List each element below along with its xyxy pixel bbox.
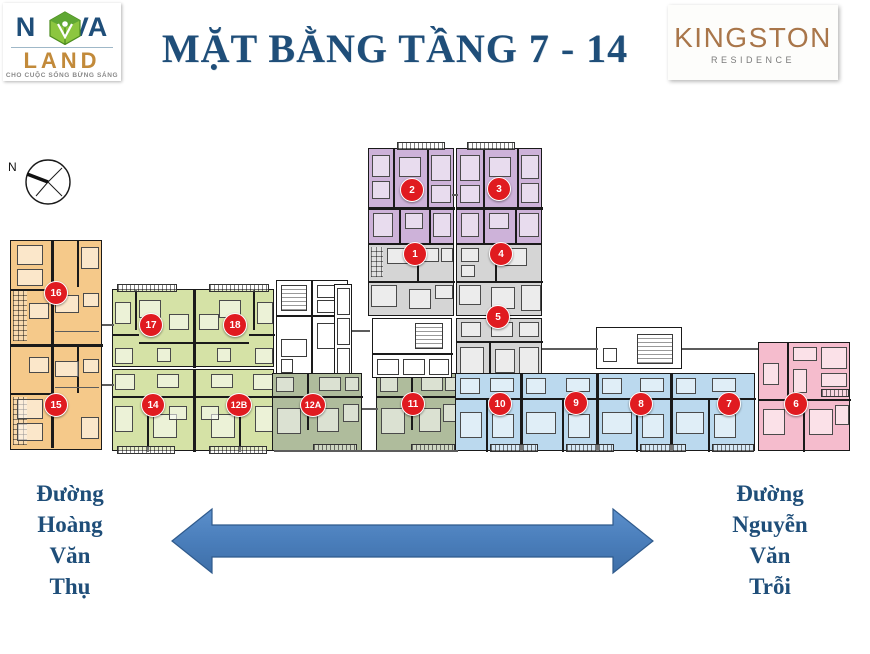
page-title: MẶT BẰNG TẦNG 7 - 14 — [161, 25, 629, 71]
page-header: N VA LAND CHO CUỘC SỐNG BỪNG SÁNG MẶT BẰ… — [0, 0, 870, 100]
blue-block[interactable] — [455, 373, 756, 452]
unit-marker-12b[interactable]: 12B — [226, 393, 252, 417]
unit-marker-7[interactable]: 7 — [717, 392, 741, 416]
unit-marker-11[interactable]: 11 — [401, 392, 425, 416]
street-label-line: Văn — [749, 543, 791, 568]
novaland-tagline: CHO CUỘC SỐNG BỪNG SÁNG — [5, 72, 119, 79]
novaland-divider — [11, 47, 113, 48]
unit-marker-18[interactable]: 18 — [223, 313, 247, 337]
unit-marker-4[interactable]: 4 — [489, 242, 513, 266]
corridor-link-5 — [362, 408, 378, 410]
novaland-word-n: N — [15, 12, 37, 42]
purple-block-3[interactable] — [456, 142, 543, 245]
street-label-line: Nguyễn — [732, 512, 808, 537]
corridor-link-7 — [682, 348, 758, 350]
unit-marker-16[interactable]: 16 — [44, 281, 68, 305]
street-label-line: Thụ — [49, 574, 91, 599]
kingston-logo: KINGSTON RESIDENCE — [668, 5, 838, 80]
street-label-line: Trỗi — [749, 574, 791, 599]
double-headed-arrow — [171, 507, 654, 575]
orange-block[interactable] — [10, 240, 103, 450]
service-core-right — [596, 327, 682, 369]
unit-marker-9[interactable]: 9 — [564, 391, 588, 415]
elevator-shaft-left — [334, 284, 352, 376]
street-label-line: Đường — [736, 481, 804, 506]
green-cube-icon — [49, 11, 81, 45]
corridor-link-8 — [274, 450, 458, 452]
kingston-name: KINGSTON — [674, 22, 832, 53]
unit-marker-5[interactable]: 5 — [486, 305, 510, 329]
novaland-wordmark: N VA — [3, 9, 121, 45]
unit-marker-1[interactable]: 1 — [403, 242, 427, 266]
unit-marker-17[interactable]: 17 — [139, 313, 163, 337]
corridor-link-4 — [452, 194, 458, 196]
street-label-line: Đường — [36, 481, 104, 506]
unit-marker-10[interactable]: 10 — [488, 392, 512, 416]
gray-block-5[interactable] — [456, 318, 543, 381]
unit-marker-2[interactable]: 2 — [400, 178, 424, 202]
green-block-top[interactable] — [112, 284, 275, 368]
street-label-line: Hoàng — [37, 512, 103, 537]
corridor-link-3 — [352, 330, 370, 332]
novaland-logo: N VA LAND CHO CUỘC SỐNG BỪNG SÁNG — [3, 3, 121, 81]
unit-marker-6[interactable]: 6 — [784, 392, 808, 416]
unit-marker-14[interactable]: 14 — [141, 393, 165, 417]
compass-rose-icon — [25, 159, 71, 205]
unit-marker-12a[interactable]: 12A — [300, 393, 326, 417]
novaland-word-land: LAND — [23, 48, 101, 73]
purple-block-2[interactable] — [368, 142, 455, 245]
corridor-link-2 — [102, 384, 114, 386]
corridor-link-6 — [542, 348, 598, 350]
unit-marker-3[interactable]: 3 — [487, 177, 511, 201]
kingston-subtitle: RESIDENCE — [710, 55, 795, 65]
compass-north-label: N — [8, 160, 17, 174]
green-block-bottom[interactable] — [112, 369, 275, 454]
unit-marker-8[interactable]: 8 — [629, 392, 653, 416]
pink-block-6[interactable] — [758, 342, 851, 452]
lobby-area — [372, 318, 453, 378]
street-label-line: Văn — [49, 543, 91, 568]
corridor-link-1 — [102, 324, 114, 326]
unit-marker-15[interactable]: 15 — [44, 393, 68, 417]
